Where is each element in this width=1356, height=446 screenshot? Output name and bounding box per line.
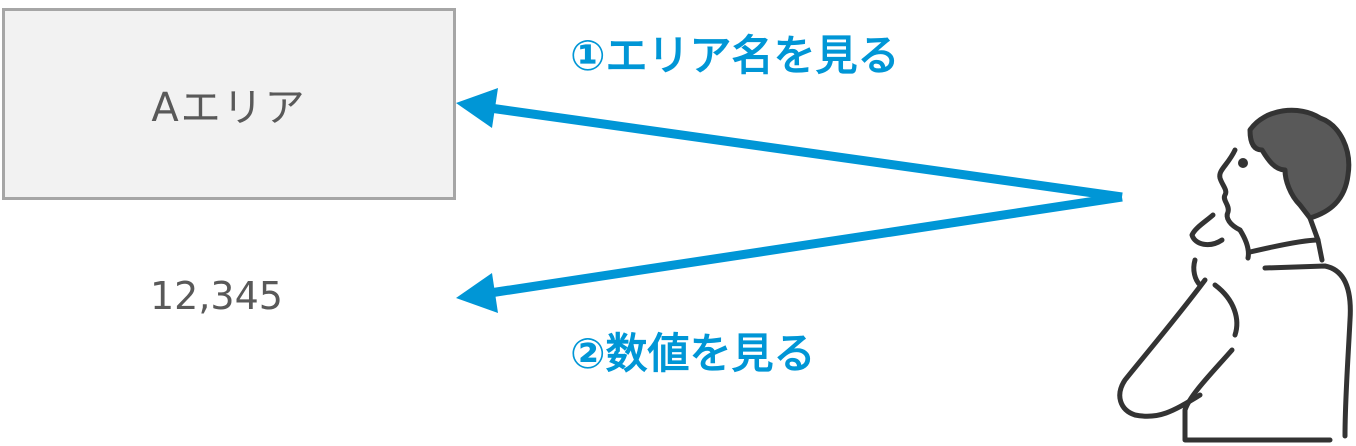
area-name-box: Aエリア — [2, 8, 456, 200]
thinking-person-icon — [1117, 107, 1353, 443]
arrow-to-value — [456, 192, 1123, 313]
area-name-label: Aエリア — [151, 85, 307, 131]
step-1-label: ①エリア名を見る — [570, 31, 900, 80]
step-2-label: ②数値を見る — [570, 329, 816, 378]
arrow-to-area-name — [456, 88, 1123, 202]
value-text: 12,345 — [150, 274, 283, 318]
